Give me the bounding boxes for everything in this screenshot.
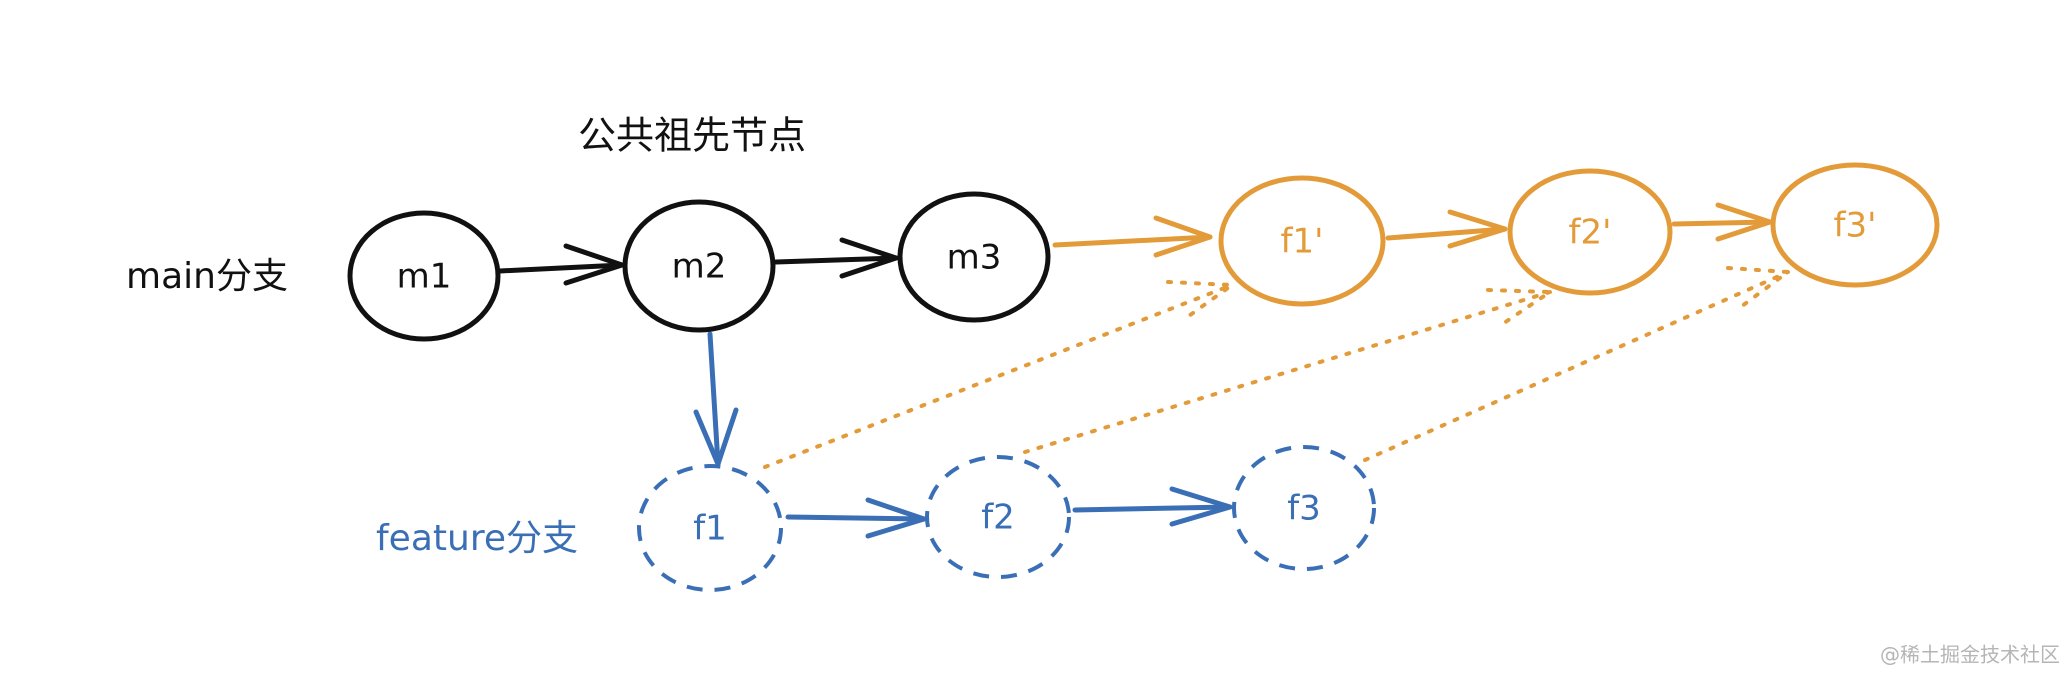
copy-arrowhead-f1r xyxy=(1166,280,1238,320)
feature-nodes xyxy=(637,445,1376,592)
arrow-f2r-f3r xyxy=(1671,219,1773,227)
rebased-nodes xyxy=(1218,162,1940,307)
node-m2 xyxy=(622,199,776,333)
arrowhead-m3-f1r xyxy=(1153,215,1213,258)
node-m3-label: m3 xyxy=(947,238,1002,278)
copy-arrows xyxy=(763,266,1794,469)
arrow-m1-m2 xyxy=(497,262,625,274)
arrow-m2-m3 xyxy=(773,255,899,265)
arrowhead-f2-f3 xyxy=(1169,486,1233,527)
node-f1r-label: f1' xyxy=(1281,222,1324,262)
node-f2r-label: f2' xyxy=(1569,213,1612,253)
arrowhead-f1-f2 xyxy=(865,497,927,539)
copy-f2-f2r xyxy=(1023,290,1552,454)
feature-branch-label: feature分支 xyxy=(376,518,578,559)
node-f1 xyxy=(637,464,783,592)
node-f1r xyxy=(1218,175,1386,307)
arrow-f1r-f2r xyxy=(1385,226,1508,241)
arrow-f2-f3 xyxy=(1072,504,1233,513)
arrowhead-f2r-f3r xyxy=(1715,202,1773,242)
node-f1-label: f1 xyxy=(693,509,727,549)
node-m3 xyxy=(897,191,1051,323)
copy-f1-f1r xyxy=(763,283,1234,469)
arrow-m3-f1r xyxy=(1052,234,1213,248)
common-ancestor-label: 公共祖先节点 xyxy=(578,114,806,158)
rebased-arrows xyxy=(1052,202,1773,258)
arrowhead-m2-m3 xyxy=(839,237,899,279)
arrow-m2-f1 xyxy=(707,331,721,467)
arrowhead-f1r-f2r xyxy=(1447,209,1508,249)
feature-arrows xyxy=(693,331,1233,539)
node-f3r-label: f3' xyxy=(1834,206,1877,246)
arrowhead-m2-f1 xyxy=(693,407,739,467)
arrow-f1-f2 xyxy=(785,514,927,522)
node-f3-label: f3 xyxy=(1287,489,1321,529)
node-m2-label: m2 xyxy=(672,247,727,287)
main-branch-label: main分支 xyxy=(126,256,288,297)
copy-arrowhead-f2r xyxy=(1486,288,1557,325)
copy-f3-f3r xyxy=(1363,270,1790,462)
arrowhead-m1-m2 xyxy=(563,243,625,286)
node-m1-label: m1 xyxy=(397,257,452,297)
main-nodes xyxy=(347,191,1051,342)
node-f2 xyxy=(925,455,1071,579)
node-m1 xyxy=(347,210,501,342)
node-f2-label: f2 xyxy=(981,498,1015,538)
copy-arrowhead-f3r xyxy=(1726,266,1794,308)
node-f3r xyxy=(1770,162,1940,288)
watermark: @稀土掘金技术社区 xyxy=(1880,643,2060,667)
main-arrows xyxy=(497,237,899,286)
node-f2r xyxy=(1507,168,1673,296)
node-f3 xyxy=(1232,445,1376,571)
